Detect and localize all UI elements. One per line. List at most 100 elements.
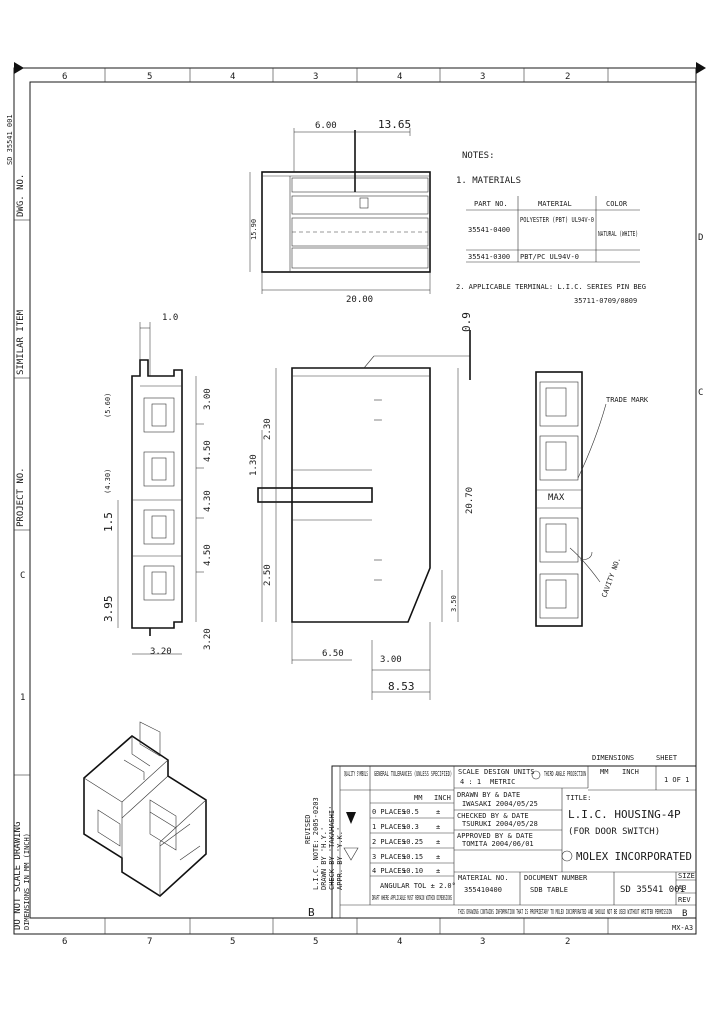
right-zone-c: C <box>698 388 703 398</box>
top-zone-0: 6 <box>62 72 67 82</box>
top-dim-right: 13.65 <box>378 118 411 131</box>
rev-line-4: APPR. BY 'Y.K.' <box>336 827 344 890</box>
scale-value: 4 : 1 <box>460 778 481 786</box>
front-dim-bottom-b: 3.00 <box>380 655 402 665</box>
front-dim-bottom-a: 6.50 <box>322 649 344 659</box>
top-zone-5: 3 <box>480 72 485 82</box>
top-zone-3: 3 <box>313 72 318 82</box>
tol-mm-4: ±0.10 <box>402 867 423 875</box>
right-side-view <box>535 371 607 627</box>
design-units-value: METRIC <box>490 778 515 786</box>
do-not-scale-text: DO NOT SCALE DRAWING <box>13 822 23 930</box>
tol-inch-0: ± <box>436 808 440 816</box>
mark-label: MAX <box>548 493 565 503</box>
tol-inch-1: ± <box>436 823 440 831</box>
left-dim-r5: 3.20 <box>203 628 213 650</box>
material-no-label: MATERIAL NO. <box>458 874 509 882</box>
left-dim-small-2: (4.30) <box>104 469 112 494</box>
tol-head-mm: MM <box>414 794 422 802</box>
notes-title: NOTES: <box>462 151 495 161</box>
similar-item-label: SIMILAR ITEM <box>16 309 26 375</box>
design-units-label: DESIGN UNITS <box>484 768 535 776</box>
dwg-no-label: DWG. NO. <box>16 174 26 217</box>
tol-mm-3: ±0.15 <box>402 853 423 861</box>
front-dim-right-small: 3.50 <box>450 595 458 612</box>
tol-inch-2: ± <box>436 838 440 846</box>
sheet-label: SHEET <box>656 754 678 762</box>
rev-label: REVISED <box>304 814 312 844</box>
materials-table <box>466 196 640 263</box>
mat-row1-part: 35541-0400 <box>468 226 510 234</box>
tol-row-0: 0 PLACES <box>372 808 406 816</box>
top-zone-6: 2 <box>565 72 570 82</box>
bottom-zone-1: 7 <box>147 937 152 947</box>
title-label: TITLE: <box>566 794 591 802</box>
left-dim-r2: 4.50 <box>203 440 213 462</box>
front-dim-left-upper: 2.30 <box>263 418 273 440</box>
rev-value-block: B <box>682 909 687 919</box>
mat-row2-part: 35541-0300 <box>468 253 510 261</box>
dimensions-unit-text: DIMENSIONS IN MM (INCH) <box>23 833 31 930</box>
project-no-label: PROJECT NO. <box>16 467 26 527</box>
note2-line2: 35711-0709/0809 <box>574 297 637 305</box>
corner-marker-top-right <box>696 62 706 74</box>
outer-frame <box>13 67 697 935</box>
bottom-zone-ticks <box>104 918 609 934</box>
bottom-zone-5: 3 <box>480 937 485 947</box>
left-title-strip <box>14 219 30 776</box>
top-view <box>249 128 431 294</box>
doc-type-label: DOCUMENT NUMBER <box>524 874 588 882</box>
top-zone-4: 4 <box>397 72 402 82</box>
mat-row1-material: POLYESTER (PBT) UL94V-0 <box>520 216 594 224</box>
mat-row2-material: PBT/PC UL94V-0 <box>520 253 579 261</box>
rev-line-3: CHECK BY 'TAKAHASHI' <box>328 806 336 890</box>
angular-tolerance: ANGULAR TOL ± 2.0° <box>380 882 456 890</box>
top-dim-height: 15.90 <box>250 219 258 240</box>
left-dim-top: 1.0 <box>162 313 178 323</box>
right-zone-d: D <box>698 233 703 243</box>
tol-row-3: 3 PLACES <box>372 853 406 861</box>
proprietary-note: THIS DRAWING CONTAINS INFORMATION THAT I… <box>458 908 672 916</box>
doc-number: SD 35541 001 <box>620 885 685 895</box>
front-view <box>257 330 471 700</box>
scale-label: SCALE <box>458 768 479 776</box>
rev-line-2: DRAWN BY 'H.Y.' <box>320 827 328 890</box>
top-zone-2: 4 <box>230 72 235 82</box>
left-dim-r3: 4.30 <box>203 490 213 512</box>
tol-inch-3: ± <box>436 853 440 861</box>
mat-head-color: COLOR <box>606 200 628 208</box>
corner-marker-top-left <box>14 62 24 74</box>
sheet-size-marker: MX-A3 <box>672 924 693 932</box>
front-dim-left-lower: 2.50 <box>263 564 273 586</box>
left-dim-r4: 4.50 <box>203 544 213 566</box>
mat-row1-color: NATURAL (WHITE) <box>598 230 638 238</box>
rev-line-1: L.I.C. NOTE: 2005-0203 <box>312 797 320 890</box>
tol-head-inch: INCH <box>434 794 451 802</box>
title-block <box>331 765 697 919</box>
top-dim-width: 20.00 <box>346 295 373 305</box>
bottom-zone-4: 4 <box>397 937 402 947</box>
sheet-value: 1 OF 1 <box>664 776 689 784</box>
materials-title: 1. MATERIALS <box>456 176 521 186</box>
trade-mark-label: TRADE MARK <box>606 396 649 404</box>
bottom-zone-0: 6 <box>62 937 67 947</box>
note2-line1: 2. APPLICABLE TERMINAL: L.I.C. SERIES PI… <box>456 283 646 291</box>
dimensions-label: DIMENSIONS <box>592 754 634 762</box>
material-no-value: 355410400 <box>464 886 502 894</box>
left-zone-c: C <box>20 571 25 581</box>
tol-row-2: 2 PLACES <box>372 838 406 846</box>
dimensions-inch: INCH <box>622 768 639 776</box>
checked-by-label: CHECKED BY & DATE <box>457 812 529 820</box>
size-value: A3 <box>678 884 686 892</box>
top-zone-1: 5 <box>147 72 152 82</box>
cavity-label: CAVITY NO. <box>600 556 622 598</box>
top-zone-ticks <box>104 68 609 82</box>
company-name: MOLEX INCORPORATED <box>576 850 692 863</box>
top-dim-left: 6.00 <box>315 121 337 131</box>
tol-mm-2: ±0.25 <box>402 838 423 846</box>
bottom-zone-6: 2 <box>565 937 570 947</box>
front-dim-right: 20.70 <box>465 487 475 514</box>
tol-mm-1: ±0.3 <box>402 823 419 831</box>
approved-by-value: TOMITA 2004/06/01 <box>462 840 534 848</box>
